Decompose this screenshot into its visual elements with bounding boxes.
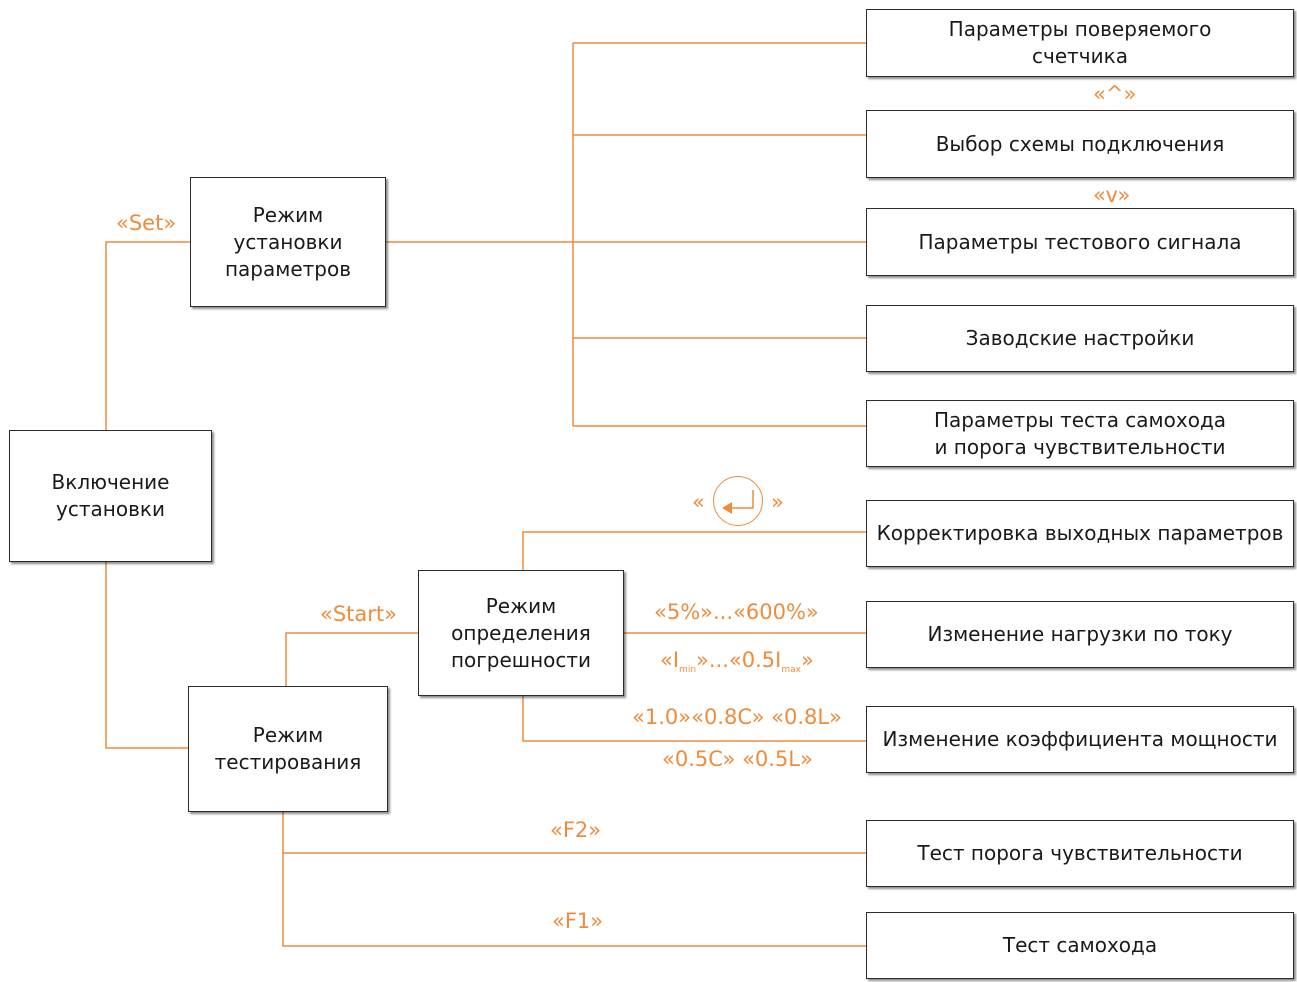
- box-error-mode-text: Режим определения погрешности: [450, 593, 592, 672]
- connector-test-error: [285, 632, 418, 686]
- label-current-range-sub-min: min: [679, 665, 697, 675]
- label-current-range-sub-max: max: [781, 665, 801, 675]
- label-enter-open: «: [692, 490, 705, 514]
- box-meter-params-text: Параметры поверяемого счетчика: [948, 17, 1212, 68]
- connector-creep-test: [282, 812, 866, 947]
- connector-poweron-setup: [105, 241, 190, 430]
- box-sensitivity-test-text: Тест порога чувствительности: [917, 841, 1243, 865]
- enter-key-icon: [713, 476, 763, 526]
- label-enter-close: »: [771, 490, 784, 514]
- box-factory-settings: Заводские настройки: [866, 305, 1294, 372]
- box-factory-settings-text: Заводские настройки: [965, 326, 1195, 350]
- box-test-signal-params: Параметры тестового сигнала: [866, 208, 1294, 276]
- connector-power-factor: [522, 696, 866, 742]
- box-current-load-change: Изменение нагрузки по току: [866, 601, 1294, 668]
- box-creep-test-params-text: Параметры теста самохода и порога чувств…: [933, 407, 1227, 459]
- label-pf-line2: «0.5C» «0.5L»: [662, 747, 813, 771]
- label-down: «v»: [1093, 183, 1131, 207]
- box-creep-test-text: Тест самохода: [1002, 933, 1158, 957]
- box-power-factor-change: Изменение коэффициента мощности: [866, 706, 1294, 773]
- label-current-range: «Imin»...«0.5Imax»: [660, 648, 814, 682]
- box-current-load-change-text: Изменение нагрузки по току: [927, 622, 1233, 646]
- label-f1: «F1»: [552, 909, 604, 933]
- box-power-on: Включение установки: [9, 430, 212, 562]
- label-percent-range: «5%»...«600%»: [654, 600, 819, 624]
- box-error-mode: Режим определения погрешности: [418, 570, 624, 696]
- box-setup-mode-text: Режим установки параметров: [224, 202, 352, 281]
- label-start: «Start»: [320, 602, 397, 626]
- box-power-on-text: Включение установки: [51, 470, 170, 521]
- label-up: «^»: [1093, 82, 1137, 106]
- label-current-range-c: »: [800, 648, 814, 672]
- box-creep-test-params: Параметры теста самохода и порога чувств…: [866, 400, 1294, 467]
- label-set: «Set»: [116, 211, 177, 235]
- box-connection-scheme-text: Выбор схемы подключения: [935, 131, 1225, 156]
- label-pf-line1: «1.0»«0.8C» «0.8L»: [632, 705, 842, 729]
- box-setup-mode: Режим установки параметров: [190, 177, 386, 307]
- label-f2: «F2»: [550, 818, 602, 842]
- box-output-correction: Корректировка выходных параметров: [866, 500, 1294, 567]
- box-output-correction-text: Корректировка выходных параметров: [876, 521, 1284, 545]
- label-current-range-b: »...«0.5I: [696, 648, 782, 672]
- box-sensitivity-test: Тест порога чувствительности: [866, 820, 1294, 887]
- label-current-range-a: «I: [660, 648, 680, 672]
- box-power-factor-change-text: Изменение коэффициента мощности: [882, 727, 1278, 751]
- box-connection-scheme: Выбор схемы подключения: [866, 110, 1294, 178]
- box-creep-test: Тест самохода: [866, 912, 1294, 979]
- box-test-signal-params-text: Параметры тестового сигнала: [918, 229, 1242, 254]
- box-test-mode: Режим тестирования: [188, 686, 388, 812]
- connector-poweron-test: [105, 562, 188, 749]
- box-test-mode-text: Режим тестирования: [214, 723, 362, 774]
- box-meter-params: Параметры поверяемого счетчика: [866, 9, 1294, 77]
- connector-output-correction: [522, 531, 866, 570]
